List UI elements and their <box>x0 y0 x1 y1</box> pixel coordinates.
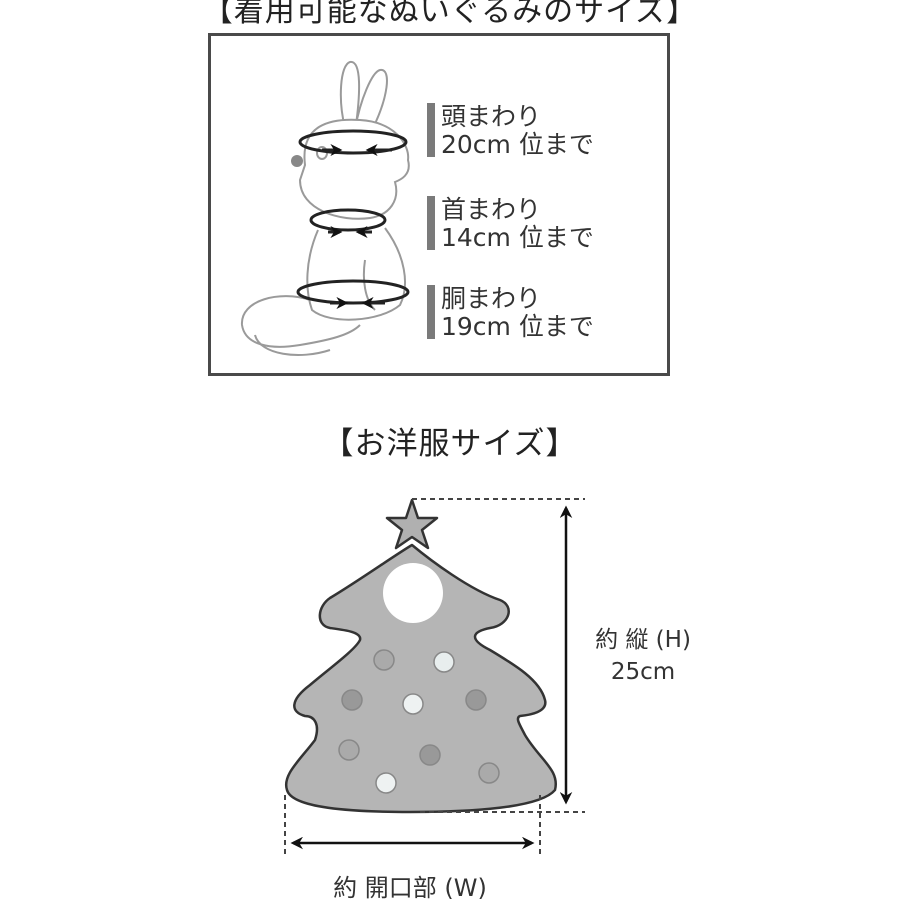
waist-ring-icon <box>296 279 410 309</box>
height-value: 25cm <box>610 659 676 685</box>
ornaments <box>338 649 500 794</box>
measure-waist: 胴まわり 19cm 位まで <box>427 284 594 341</box>
height-label-text: 約 縦 (H) <box>595 627 691 653</box>
measure-neck: 首まわり 14cm 位まで <box>427 195 594 252</box>
measure-head: 頭まわり 20cm 位まで <box>427 102 594 159</box>
measure-waist-value: 19cm 位まで <box>441 312 594 341</box>
head-ring-icon <box>298 129 408 156</box>
star-icon <box>385 498 439 550</box>
width-dimension <box>284 795 541 858</box>
wearable-size-title: 【着用可能なぬいぐるみのサイズ】 <box>202 0 698 29</box>
measure-head-value: 20cm 位まで <box>441 130 594 159</box>
measure-waist-label: 胴まわり <box>441 284 542 313</box>
clothes-size-title: 【お洋服サイズ】 <box>322 426 578 462</box>
width-label: 約 開口部 (W) <box>333 874 487 902</box>
rabbit-nose-icon <box>291 155 303 167</box>
measure-head-label: 頭まわり <box>441 102 542 131</box>
height-label: 約 縦 (H) 25cm <box>578 624 708 688</box>
neck-ring-icon <box>309 208 387 238</box>
measure-neck-label: 首まわり <box>441 195 542 224</box>
wearable-size-box <box>208 33 670 376</box>
head-opening <box>383 563 443 623</box>
christmas-tree-costume-icon <box>284 498 558 814</box>
measure-neck-value: 14cm 位まで <box>441 223 594 252</box>
rabbit-plush-icon <box>240 61 410 356</box>
height-dimension <box>412 498 585 813</box>
